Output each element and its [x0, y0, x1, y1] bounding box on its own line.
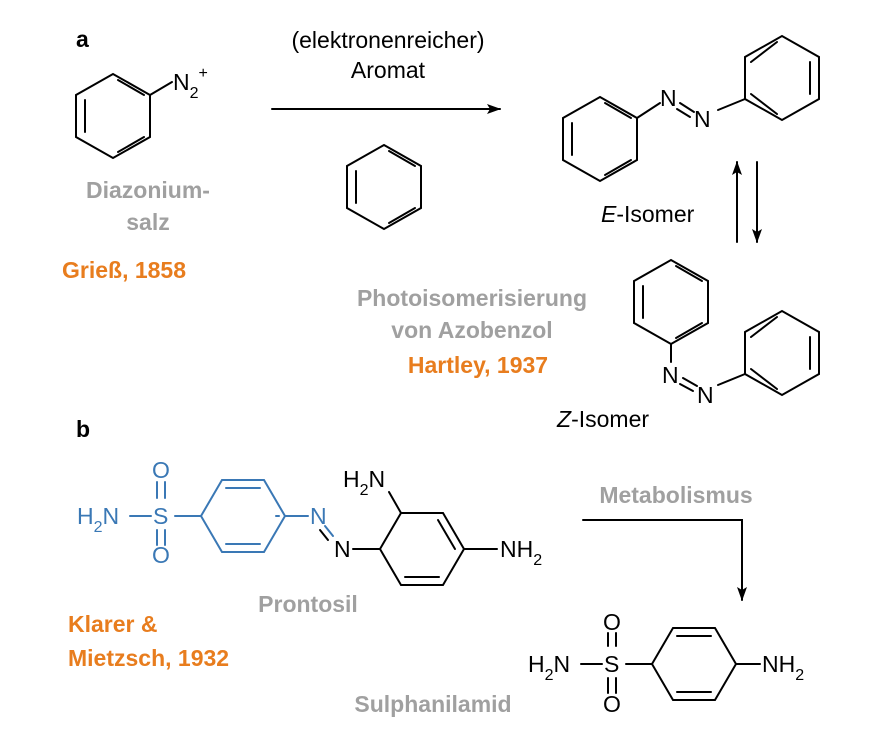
- sulph-s: S: [604, 651, 619, 677]
- prontosil-h2n: H2N: [77, 503, 119, 536]
- panel-label-b: b: [76, 416, 90, 442]
- photoiso-line2: von Azobenzol: [391, 317, 552, 343]
- prontosil-name: Prontosil: [258, 591, 358, 617]
- z-azo-n2: N: [697, 382, 714, 408]
- prontosil-para-nh2: NH2: [500, 536, 542, 569]
- prontosil-sulfanil-ring: [199, 479, 309, 553]
- reagent-line1: (elektronenreicher): [291, 27, 484, 53]
- hartley-credit: Hartley, 1937: [408, 352, 548, 378]
- metabolism-arrow: [582, 519, 747, 601]
- z-isomer-label: Z-Isomer: [556, 406, 649, 432]
- panel-label-a: a: [76, 26, 89, 52]
- prontosil-diamino-ring: [378, 491, 498, 586]
- z-azobenzene: [633, 258, 820, 397]
- sulph-h2n: H2N: [528, 651, 570, 684]
- e-azo-n1: N: [660, 85, 677, 111]
- prontosil-azo-n1: N: [310, 503, 327, 529]
- z-azo-n1: N: [662, 362, 679, 388]
- metabolism-label: Metabolismus: [599, 482, 752, 508]
- prontosil-s: S: [153, 503, 168, 529]
- sulph-o-top: O: [603, 609, 621, 635]
- e-isomer-label: E-Isomer: [601, 201, 695, 227]
- sulphanilamide-ring: [650, 627, 761, 701]
- sulph-o-bottom: O: [603, 691, 621, 717]
- klarer-credit-line1: Klarer &: [68, 611, 157, 637]
- diazonium-benzene-ring: [75, 72, 173, 160]
- griess-credit: Grieß, 1858: [62, 257, 186, 283]
- klarer-credit-line2: Mietzsch, 1932: [68, 645, 229, 671]
- prontosil-ortho-nh2: H2N: [343, 466, 385, 499]
- sulphanilamide-name: Sulphanilamid: [354, 691, 511, 717]
- prontosil-azo-n2: N: [334, 536, 351, 562]
- photoiso-line1: Photoisomerisierung: [357, 285, 587, 311]
- diazonium-name-line2: salz: [126, 209, 169, 235]
- sulph-nh2: NH2: [762, 651, 804, 684]
- prontosil-o-bottom: O: [152, 542, 170, 568]
- diazonium-n2-group: N2+: [173, 65, 208, 102]
- e-azobenzene: [562, 34, 820, 183]
- e-azo-n2: N: [694, 106, 711, 132]
- benzene-reagent-ring: [346, 143, 422, 231]
- prontosil-o-top: O: [152, 457, 170, 483]
- reagent-line2: Aromat: [351, 57, 426, 83]
- diazonium-name-line1: Diazonium-: [86, 177, 210, 203]
